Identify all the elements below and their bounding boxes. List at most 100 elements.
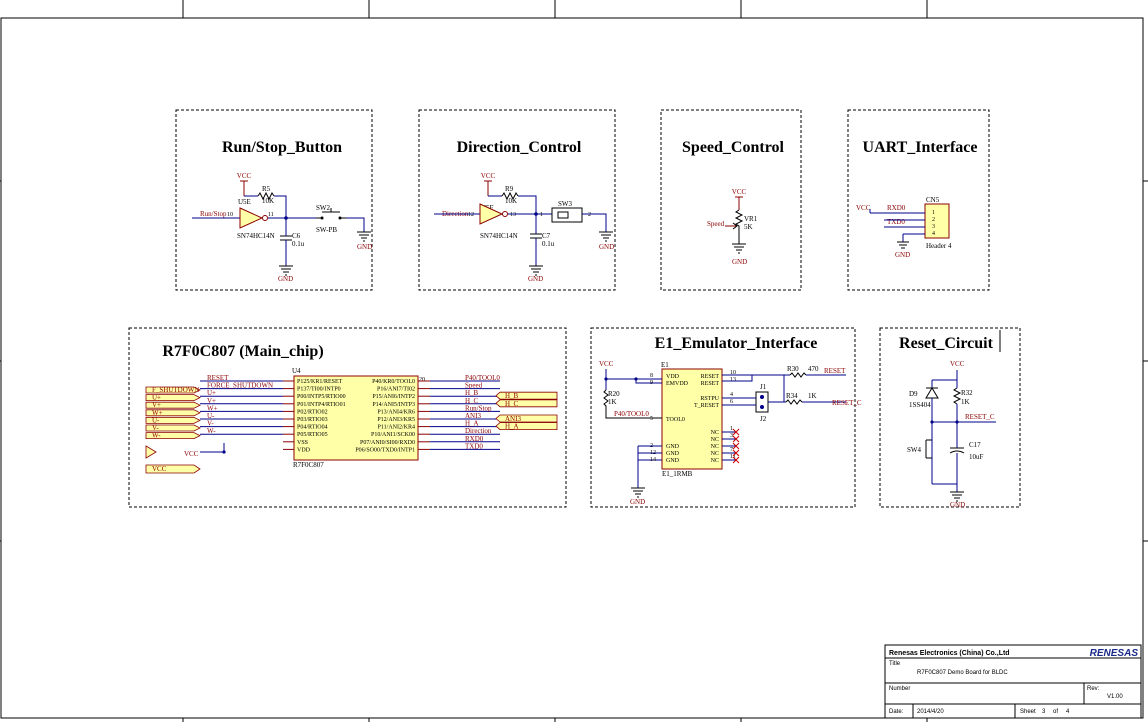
r20-label: R20 <box>608 390 620 398</box>
main-port <box>145 401 201 409</box>
e1-part: E1_1RMB <box>662 470 693 478</box>
pin-10: 10 <box>227 212 233 218</box>
u4-right-pin: P40/KR0/TOOL0 <box>372 379 415 385</box>
run-stop-gnd2: GND <box>357 243 372 251</box>
e1-right-num: 6 <box>730 399 733 405</box>
e1-left-label: TOOL0 <box>666 417 685 423</box>
uart-block: UART_Interface CN5 RXD0 TXD0 VCC GND 1 2… <box>847 109 990 291</box>
speed-title: Speed_Control <box>682 139 784 156</box>
u4-right-pin: P16/ANI7/TI02 <box>377 387 415 393</box>
cn5-header: Header 4 <box>926 242 952 250</box>
main-right-port <box>495 391 558 400</box>
r34-value: 1K <box>808 392 817 400</box>
u4-left-pin: P04/RTIO04 <box>297 425 328 431</box>
sw2-label: SW2 <box>316 204 331 212</box>
reset-gnd: GND <box>950 501 965 509</box>
sheet-of: of <box>1053 709 1058 715</box>
u4-left-pin: P125/KR1/RESET <box>297 379 343 385</box>
r5-value: 10K <box>262 197 274 205</box>
e1-left-label: GND <box>666 444 680 450</box>
e1-left-label: VDD <box>666 374 680 380</box>
main-vcc-port: VCC <box>152 465 167 473</box>
u4-right-net: RXD0 <box>465 435 484 443</box>
main-port <box>145 394 201 401</box>
u4-left-net: W+ <box>207 404 218 412</box>
u4-right-pin: P11/ANI2/KR4 <box>378 425 415 431</box>
cn5-pin1: 1 <box>932 210 935 216</box>
pin-12: 12 <box>468 212 474 218</box>
main-right-port <box>495 422 558 430</box>
r32-value: 1K <box>961 398 970 406</box>
e1-net-reset: RESET <box>824 367 846 375</box>
sheet-border <box>0 17 1144 719</box>
sw2-type: SW-PB <box>316 226 337 234</box>
uart-rxd: RXD0 <box>887 204 906 212</box>
speed-gnd: GND <box>732 258 747 266</box>
run-stop-gnd: GND <box>278 275 293 283</box>
u4-left-pin: P02/RTIO02 <box>297 409 328 415</box>
e1-right-num: 10 <box>730 370 736 376</box>
direction-block: Direction_Control VCC R9 10K U5F Directi… <box>418 109 616 291</box>
u4-left-pin: VSS <box>297 440 308 446</box>
main-port <box>145 432 201 439</box>
direction-vcc: VCC <box>481 172 496 180</box>
e1-left-label: EMVDD <box>666 381 689 387</box>
cn5-pin3: 3 <box>932 224 935 230</box>
r5-label: R5 <box>262 185 271 193</box>
cn5-pin4: 4 <box>932 231 935 237</box>
r34-label: R34 <box>786 392 798 400</box>
e1-left-label: GND <box>666 458 680 464</box>
cn5-pin2: 2 <box>932 217 935 223</box>
u4-left-net: V- <box>207 420 214 428</box>
e1-right-num: 13 <box>730 377 736 383</box>
e1-right-num: 7 <box>730 447 733 453</box>
title-label: Title <box>889 661 901 667</box>
uart-vcc: VCC <box>856 204 871 212</box>
u4-right-pin: P13/ANI4/KR6 <box>377 409 415 415</box>
u4-left-pin: VDD <box>297 447 311 453</box>
c7-value: 0.1u <box>542 240 555 248</box>
main-port <box>145 424 201 432</box>
e1-right-label: NC <box>711 458 719 464</box>
u4-left-net: RESET <box>207 374 229 382</box>
vr1-value: 5K <box>744 223 753 231</box>
sw3-pin1: 1 <box>540 212 543 218</box>
e1-right-pins: RESETRESETRSTPUT_RESETNCNCNCNCNC10134613… <box>694 370 740 464</box>
c17-value: 10uF <box>969 453 984 461</box>
u4-left-pin: P00/INTP5/RTIO00 <box>297 394 346 400</box>
no-connect-mark <box>732 428 740 436</box>
u4-right-pin: P07/ANI0/SI00/RXD0 <box>360 440 415 446</box>
e1-right-num: 11 <box>730 454 736 460</box>
e1-label: E1 <box>661 361 669 369</box>
main-right-port <box>495 399 558 408</box>
run-stop-title: Run/Stop_Button <box>222 139 342 156</box>
e1-vcc: VCC <box>599 360 614 368</box>
j2-label: J2 <box>760 415 767 423</box>
reset-block: Reset_Circuit VCC D9 1SS404 R32 1K RESET… <box>879 327 1021 509</box>
u4-right-net: Run/Stop <box>465 404 492 412</box>
u4-right-pin: P10/ANI1/SCK00 <box>371 432 415 438</box>
direction-ic: SN74HC14N <box>480 232 518 240</box>
date-value: 2014/4/20 <box>917 709 944 715</box>
e1-right-num: 3 <box>730 433 733 439</box>
cn5-label: CN5 <box>926 196 940 204</box>
u4-left-net: V+ <box>207 397 216 405</box>
u4-part: R7F0C807 <box>293 461 324 469</box>
e1-right-num: 4 <box>730 392 733 398</box>
direction-gnd: GND <box>528 275 543 283</box>
u4-left-pin: P137/TI00/INTP0 <box>297 387 341 393</box>
pin-11: 11 <box>268 212 274 218</box>
run-stop-block: Run/Stop_Button VCC R5 10K U5E Run/Stop … <box>175 109 373 291</box>
speed-net: Speed <box>707 220 725 228</box>
reset-vcc: VCC <box>950 360 965 368</box>
main-port <box>145 417 201 424</box>
main-port-label: V- <box>152 424 159 432</box>
j1-label: J1 <box>760 383 767 391</box>
r9-value: 10K <box>505 197 517 205</box>
e1-right-label: NC <box>711 444 719 450</box>
no-connect-mark <box>732 449 740 457</box>
uart-gnd: GND <box>895 251 910 259</box>
u4-right-net: H_C <box>465 397 479 405</box>
